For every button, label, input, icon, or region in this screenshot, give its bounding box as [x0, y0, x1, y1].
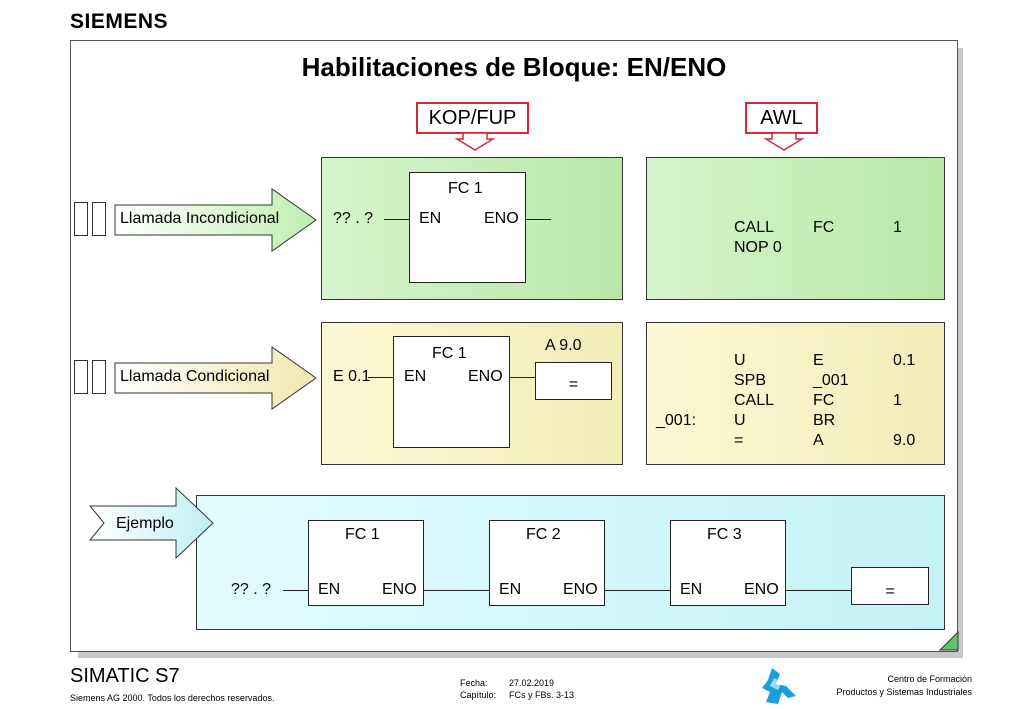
awl-value: 1	[893, 392, 902, 409]
chain-wire	[424, 590, 489, 591]
en-pin: EN	[318, 581, 341, 598]
awl-operand: A	[813, 432, 824, 449]
awl-op: =	[734, 432, 744, 449]
product-name: SIMATIC S7	[70, 665, 180, 687]
example-label: Ejemplo	[116, 515, 174, 532]
bracket-icon	[74, 202, 88, 236]
kop-fup-tag: KOP/FUP	[416, 102, 529, 134]
output-wire	[510, 377, 535, 378]
fc-label: FC 2	[526, 526, 561, 543]
conditional-call-label: Llamada Condicional	[120, 368, 270, 385]
eno-pin: ENO	[382, 581, 417, 598]
input-address: ?? . ?	[333, 210, 374, 227]
bracket-icon	[92, 202, 106, 236]
eno-pin: ENO	[563, 581, 598, 598]
input-address: ?? . ?	[231, 581, 272, 598]
down-arrow-icon	[764, 133, 804, 151]
down-arrow-icon	[455, 133, 495, 151]
call-arrow-icon	[114, 188, 317, 252]
en-pin: EN	[499, 581, 522, 598]
awl-panel-conditional	[646, 322, 945, 465]
assign-coil: =	[851, 567, 929, 605]
awl-jump-label: _001:	[656, 412, 697, 429]
fc1-block	[409, 172, 526, 283]
en-pin: EN	[404, 368, 427, 385]
awl-operand: FC	[813, 219, 835, 236]
awl-op: U	[734, 352, 746, 369]
example-arrow-icon	[88, 487, 214, 560]
copyright: Siemens AG 2000. Todos los derechos rese…	[70, 693, 275, 703]
awl-value: 1	[893, 219, 902, 236]
fc-label: FC 3	[707, 526, 742, 543]
awl-op: NOP 0	[734, 239, 782, 256]
eno-pin: ENO	[468, 368, 503, 385]
chain-wire	[786, 590, 851, 591]
unconditional-call-label: Llamada Incondicional	[120, 210, 280, 227]
input-wire	[384, 219, 409, 220]
awl-operand: E	[813, 352, 824, 369]
awl-op: CALL	[734, 219, 775, 236]
awl-op: U	[734, 412, 746, 429]
awl-tag: AWL	[745, 102, 818, 134]
input-address: E 0.1	[333, 368, 371, 385]
input-wire	[368, 377, 393, 378]
fc1-block	[308, 520, 424, 606]
center-line2: Productos y Sistemas Industriales	[836, 687, 972, 697]
fecha-value: 27.02.2019	[509, 678, 555, 688]
center-line1: Centro de Formación	[887, 674, 972, 684]
en-pin: EN	[680, 581, 703, 598]
input-wire	[283, 590, 308, 591]
fc-label: FC 1	[432, 345, 467, 362]
awl-operand: FC	[813, 392, 835, 409]
bracket-icon	[74, 360, 88, 394]
awl-panel-unconditional	[646, 157, 945, 300]
output-wire	[526, 219, 551, 220]
eno-pin: ENO	[744, 581, 779, 598]
call-arrow-icon	[114, 346, 317, 410]
fc-label: FC 1	[345, 526, 380, 543]
chain-wire	[605, 590, 670, 591]
fc1-block	[393, 336, 510, 448]
training-center-logo-icon	[762, 668, 796, 704]
assign-coil: =	[535, 362, 612, 400]
awl-value: 0.1	[893, 352, 916, 369]
capitulo-label: Capítulo:	[460, 690, 497, 700]
awl-operand: _001	[813, 372, 849, 389]
fc3-block	[670, 520, 786, 606]
eno-pin: ENO	[484, 210, 519, 227]
en-pin: EN	[419, 210, 442, 227]
output-address: A 9.0	[545, 337, 582, 354]
awl-value: 9.0	[893, 432, 916, 449]
fecha-label: Fecha:	[460, 678, 488, 688]
fc-label: FC 1	[448, 180, 483, 197]
bracket-icon	[92, 360, 106, 394]
awl-operand: BR	[813, 412, 836, 429]
slide-title: Habilitaciones de Bloque: EN/ENO	[301, 52, 727, 82]
page-corner-icon	[938, 630, 959, 651]
awl-op: SPB	[734, 372, 767, 389]
siemens-logo: SIEMENS	[70, 10, 169, 33]
awl-op: CALL	[734, 392, 775, 409]
fc2-block	[489, 520, 605, 606]
capitulo-value: FCs y FBs. 3-13	[509, 690, 575, 700]
